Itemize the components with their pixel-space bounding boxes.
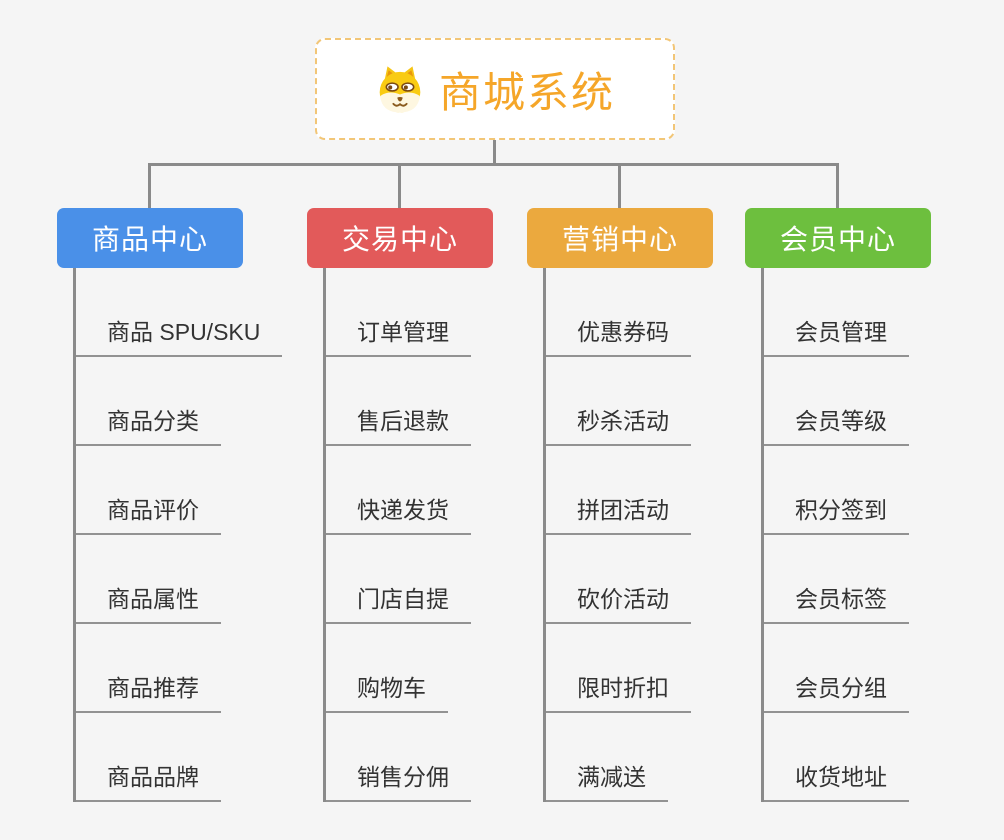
leaf-row: 拼团活动: [546, 446, 737, 535]
branch-node-marketing[interactable]: 营销中心: [527, 208, 713, 268]
dog-icon: [379, 66, 421, 113]
leaf-node[interactable]: 快递发货: [326, 491, 471, 535]
leaf-row: 售后退款: [326, 357, 517, 446]
leaf-node[interactable]: 商品分类: [76, 402, 221, 446]
leaf-node[interactable]: 售后退款: [326, 402, 471, 446]
leaf-row: 秒杀活动: [546, 357, 737, 446]
leaf-row: 会员等级: [764, 357, 955, 446]
branch-column-marketing: 营销中心 优惠券码 秒杀活动 拼团活动 砍价活动 限时折扣 满减送: [527, 208, 737, 802]
leaf-node[interactable]: 商品品牌: [76, 758, 221, 802]
branch-leaves: 商品 SPU/SKU 商品分类 商品评价 商品属性 商品推荐 商品品牌: [73, 268, 283, 802]
leaf-row: 商品评价: [76, 446, 267, 535]
leaf-node[interactable]: 限时折扣: [546, 669, 691, 713]
leaf-node[interactable]: 商品推荐: [76, 669, 221, 713]
branch-node-members[interactable]: 会员中心: [745, 208, 931, 268]
branch-node-products[interactable]: 商品中心: [57, 208, 243, 268]
leaf-node[interactable]: 购物车: [326, 669, 448, 713]
connector-drop-branch1: [148, 163, 151, 208]
branch-column-products: 商品中心 商品 SPU/SKU 商品分类 商品评价 商品属性 商品推荐 商品品牌: [57, 208, 283, 802]
leaf-node[interactable]: 会员管理: [764, 313, 909, 357]
leaf-node[interactable]: 会员等级: [764, 402, 909, 446]
leaf-row: 商品分类: [76, 357, 267, 446]
leaf-node[interactable]: 拼团活动: [546, 491, 691, 535]
connector-rail: [148, 163, 839, 166]
leaf-row: 商品 SPU/SKU: [76, 268, 283, 357]
connector-drop-branch3: [618, 163, 621, 208]
branch-node-trade[interactable]: 交易中心: [307, 208, 493, 268]
leaf-row: 订单管理: [326, 268, 517, 357]
leaf-row: 会员管理: [764, 268, 955, 357]
leaf-row: 购物车: [326, 624, 517, 713]
root-title: 商城系统: [438, 68, 615, 116]
leaf-row: 会员分组: [764, 624, 955, 713]
leaf-node[interactable]: 收货地址: [764, 758, 909, 802]
leaf-row: 砍价活动: [546, 535, 737, 624]
leaf-row: 会员标签: [764, 535, 955, 624]
leaf-node[interactable]: 满减送: [546, 758, 668, 802]
leaf-row: 积分签到: [764, 446, 955, 535]
leaf-row: 优惠券码: [546, 268, 737, 357]
connector-drop-branch4: [836, 163, 839, 208]
branch-column-trade: 交易中心 订单管理 售后退款 快递发货 门店自提 购物车 销售分佣: [307, 208, 517, 802]
leaf-row: 商品属性: [76, 535, 267, 624]
leaf-node[interactable]: 砍价活动: [546, 580, 691, 624]
leaf-node[interactable]: 优惠券码: [546, 313, 691, 357]
branch-leaves: 会员管理 会员等级 积分签到 会员标签 会员分组 收货地址: [761, 268, 955, 802]
leaf-node[interactable]: 商品属性: [76, 580, 221, 624]
leaf-node[interactable]: 积分签到: [764, 491, 909, 535]
root-node[interactable]: 商城系统: [315, 38, 675, 140]
leaf-row: 满减送: [546, 713, 737, 802]
leaf-row: 限时折扣: [546, 624, 737, 713]
leaf-row: 销售分佣: [326, 713, 517, 802]
leaf-row: 门店自提: [326, 535, 517, 624]
leaf-row: 收货地址: [764, 713, 955, 802]
leaf-row: 商品品牌: [76, 713, 267, 802]
leaf-node[interactable]: 销售分佣: [326, 758, 471, 802]
leaf-node[interactable]: 秒杀活动: [546, 402, 691, 446]
leaf-node[interactable]: 会员分组: [764, 669, 909, 713]
connector-root-stem: [493, 140, 496, 166]
leaf-node[interactable]: 门店自提: [326, 580, 471, 624]
branch-leaves: 订单管理 售后退款 快递发货 门店自提 购物车 销售分佣: [323, 268, 517, 802]
leaf-row: 商品推荐: [76, 624, 267, 713]
branch-column-members: 会员中心 会员管理 会员等级 积分签到 会员标签 会员分组 收货地址: [745, 208, 955, 802]
connector-drop-branch2: [398, 163, 401, 208]
leaf-node[interactable]: 会员标签: [764, 580, 909, 624]
leaf-row: 快递发货: [326, 446, 517, 535]
leaf-node[interactable]: 订单管理: [326, 313, 471, 357]
leaf-node[interactable]: 商品评价: [76, 491, 221, 535]
leaf-node[interactable]: 商品 SPU/SKU: [76, 313, 283, 357]
branch-leaves: 优惠券码 秒杀活动 拼团活动 砍价活动 限时折扣 满减送: [543, 268, 737, 802]
